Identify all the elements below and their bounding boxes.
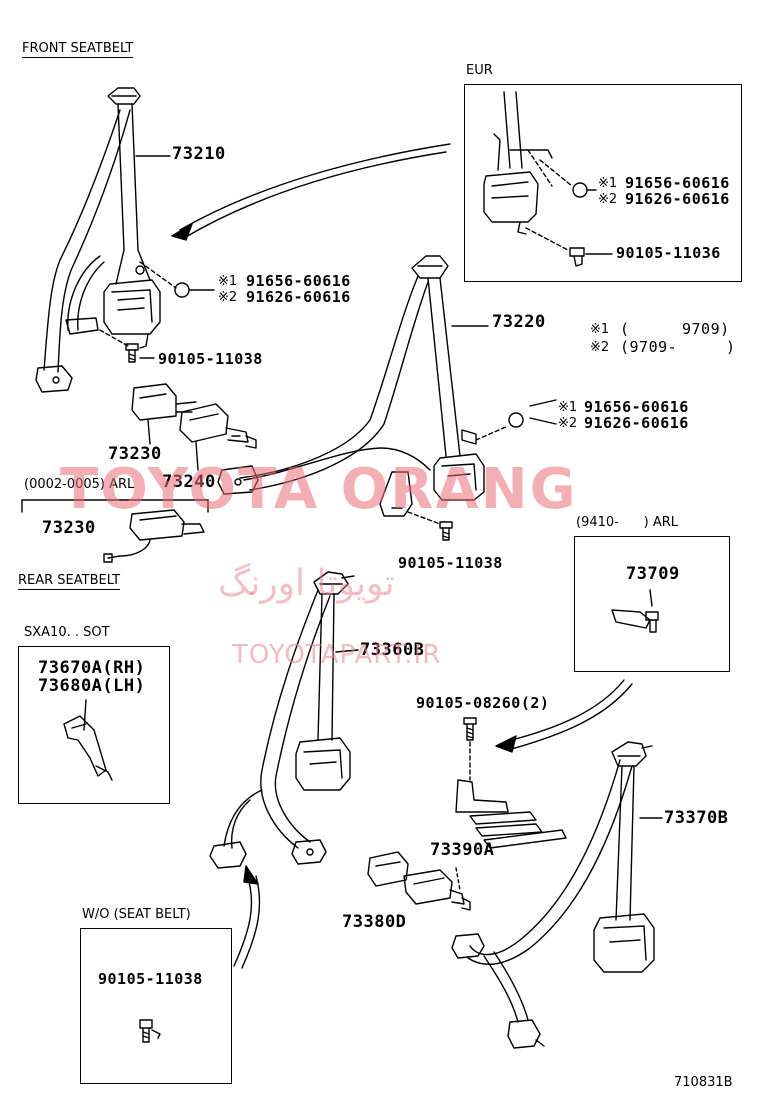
note-1-close: 9709)	[682, 320, 730, 338]
part-73370b: 73370B	[664, 808, 729, 828]
watermark-main: TOYOTA ORANG	[60, 457, 578, 522]
eur-mark-1: ※1	[598, 176, 618, 191]
rear-seatbelt-heading: REAR SEATBELT	[18, 573, 121, 590]
part-73230: 73230	[108, 444, 162, 464]
eur-screw: 90105-11036	[616, 244, 721, 262]
front-left-mark-2: ※2	[218, 290, 238, 305]
eur-detail-drawing	[483, 91, 613, 267]
watermark-url: TOYOTAPART.IR	[232, 640, 442, 670]
arl-bracket	[21, 499, 209, 513]
sxa-box	[18, 646, 170, 804]
wo-arrow	[233, 865, 261, 969]
wo-screw-drawing	[139, 1019, 161, 1043]
front-right-bolt-a: 91656-60616	[584, 398, 689, 416]
arl-arrow	[495, 679, 633, 753]
part-73240: 73240	[162, 472, 216, 492]
part-73360b: 73360B	[360, 640, 425, 660]
front-left-bolt-a: 91656-60616	[246, 272, 351, 290]
front-buckles-drawing	[131, 383, 257, 471]
eur-detail-box	[464, 84, 742, 282]
part-73380d: 73380D	[342, 912, 407, 932]
rear-buckles-drawing	[367, 851, 471, 911]
eur-bolt-b: 91626-60616	[625, 190, 730, 208]
note-2-open: (9709-	[620, 338, 678, 356]
front-right-bolt-b: 91626-60616	[584, 414, 689, 432]
eur-title: EUR	[466, 63, 493, 78]
front-left-screw: 90105-11038	[158, 350, 263, 368]
leader-right-b	[529, 399, 557, 425]
note-mark-2: ※2	[590, 340, 610, 355]
front-right-mark-2: ※2	[558, 416, 578, 431]
front-left-bolt-b: 91626-60616	[246, 288, 351, 306]
note-1-open: (	[620, 320, 630, 338]
note-2-close: )	[726, 338, 736, 356]
arl-bracket-73709-drawing	[611, 589, 659, 633]
wo-title: W/O (SEAT BELT)	[82, 907, 191, 922]
part-73680a-lh: 73680A(LH)	[38, 676, 146, 696]
front-right-seatbelt-drawing	[217, 255, 524, 541]
rear-right-seatbelt-drawing	[451, 741, 655, 1049]
eur-arrow	[171, 143, 451, 241]
sxa-bracket-drawing	[63, 699, 113, 781]
figure-id: 710831B	[674, 1075, 733, 1090]
rear-left-seatbelt-drawing	[209, 571, 355, 869]
part-73670a-rh: 73670A(RH)	[38, 658, 146, 678]
eur-bolt-a: 91656-60616	[625, 174, 730, 192]
leader-73360b	[335, 649, 359, 653]
arl-buckle-title: (0002-0005) ARL	[24, 477, 135, 492]
arl-73709-box	[574, 536, 730, 672]
arl-box-title: (9410- ) ARL	[576, 515, 679, 530]
part-73390a: 73390A	[430, 840, 495, 860]
front-left-mark-1: ※1	[218, 274, 238, 289]
arl-buckle-drawing	[103, 509, 205, 563]
front-right-screw: 90105-11038	[398, 554, 503, 572]
eur-mark-2: ※2	[598, 192, 618, 207]
front-seatbelt-heading: FRONT SEATBELT	[22, 41, 134, 58]
part-73220: 73220	[492, 312, 546, 332]
part-73709: 73709	[626, 564, 680, 584]
sxa-title: SXA10. . SOT	[24, 625, 110, 640]
rear-center-hardware-drawing	[455, 717, 567, 849]
front-right-mark-1: ※1	[558, 400, 578, 415]
rear-screws: 90105-08260(2)	[416, 694, 550, 712]
note-mark-1: ※1	[590, 322, 610, 337]
arl-buckle-part: 73230	[42, 518, 96, 538]
wo-screw-part: 90105-11038	[98, 970, 203, 988]
part-73210: 73210	[172, 144, 226, 164]
watermark-persian: تویوتا اورنگ	[218, 563, 395, 604]
front-left-seatbelt-drawing	[35, 87, 190, 393]
wo-seatbelt-box	[80, 928, 232, 1084]
